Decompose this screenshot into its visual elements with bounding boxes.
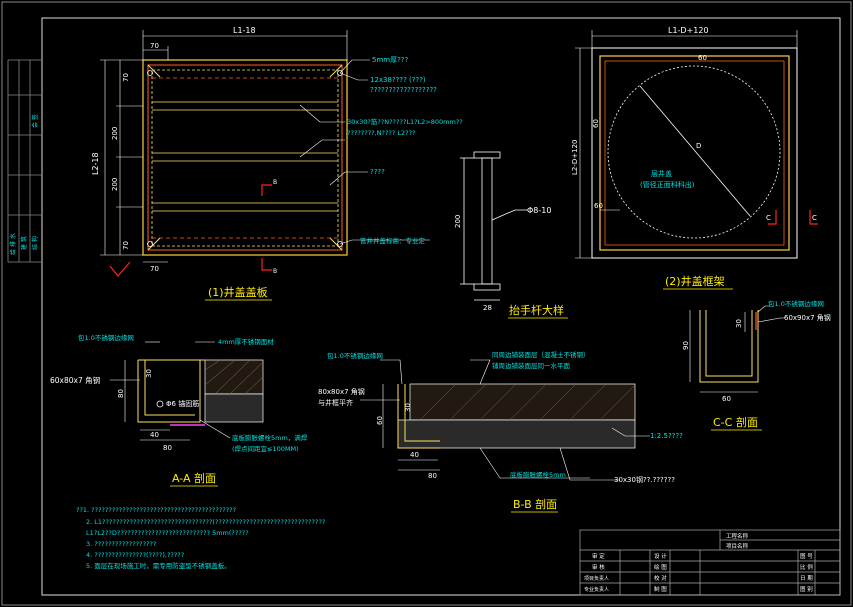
p1-title: (1)井盖盖板 [208,285,268,299]
a-note-bottom2: (焊点间距宜≤100MM) [232,444,299,453]
b-title: B-B 剖面 [513,497,557,511]
p2-dim-top: L1-D+120 [668,26,709,35]
p1-sec-b-top: B [273,179,277,186]
p2-dim-60-top: 60 [698,54,707,62]
tb-r2c2: 绘 图 [654,563,667,571]
handle-dim-28: 28 [483,304,492,312]
a-dim-30: 30 [145,369,153,378]
left-signature-strip [7,59,42,263]
c-dim-30: 30 [735,319,743,328]
tb-r1c2: 设 计 [654,552,667,560]
cover-plate-plan [100,30,430,277]
a-note-angle: 60x80x7 角钢 [50,375,100,385]
p2-sec-c-left: C [766,214,771,222]
tb-r2c1: 审 核 [592,563,605,571]
p1-note1: 5mm厚??? [372,56,409,64]
strip-label-4: 给 排 水 [9,233,17,255]
b-dim-80: 80 [428,472,437,480]
note-line-1: ??1. ???????????????????????????????????… [76,506,236,514]
p1-note3b: ????????,N???? L2??? [347,129,416,137]
b-note-ratio: 1:2.5???? [650,432,683,440]
handle-dim-200: 200 [454,215,462,228]
title-block [579,529,841,596]
tb-right-top: 工程名称 [726,532,749,540]
a-dim-40: 40 [150,431,159,439]
handle-detail [460,151,528,301]
c-dim-60: 60 [722,395,731,403]
frame-plan [575,30,818,259]
p2-circle-label2: (管径正面科科出) [640,180,695,189]
p1-note2a: 12x38???? (???) [370,76,426,84]
c-title: C-C 剖面 [713,415,758,429]
p1-dim-70-top: 70 [150,42,159,50]
tb-r1c3: 图 号 [800,552,813,560]
a-dim-80: 80 [117,389,125,398]
tb-r2c3: 比 例 [800,563,813,571]
p1-dim-left: L2-18 [91,152,100,175]
tb-r3c2: 校 对 [654,574,667,582]
p1-note3a: 30x30?筋??N?????L1?L2>800mm?? [347,117,463,126]
p2-dim-left: L2-D+120 [571,140,579,176]
section-a-a [110,341,264,441]
p2-dim-60-left: 60 [592,119,600,128]
p1-dim-70-left: 70 [122,73,130,82]
note-line-3: L1?L2??D??????????????????????????? 5mm(… [86,529,249,537]
b-note-finish1: 同周边铺装面层（混凝土不锈钢） [492,350,590,359]
p1-note2b: ?????????????????? [370,86,437,94]
tb-r1c1: 审 定 [592,552,605,560]
b-note-bottom2: 30x30钢??.?????? [614,475,675,484]
tb-r4c2: 制 图 [654,585,667,593]
note-line-2: 2. L1????????????????????????????????(??… [86,518,325,526]
note-line-4: 3. ?????????????????? [86,540,156,548]
tb-r4c3: 图 别 [800,585,813,593]
b-note-top: 包1.0不锈钢边缘网 [327,351,383,360]
p1-dim-70-bottom: 70 [122,241,130,250]
tb-right-mid: 项目名称 [726,542,749,550]
section-c-c [689,305,785,393]
b-note-finish2: 铺周边铺装面层同一水平面 [492,361,571,370]
b-note-bottom: 底板膨胀螺栓5mm [510,470,566,479]
c-note1: 包1.0不锈钢边缘网 [768,299,824,308]
b-dim-30: 30 [404,403,412,412]
p1-dim-70-bottom2: 70 [150,265,159,273]
tb-r3c1: 项目负责人 [584,575,609,582]
a-dim-phi6: Φ6 锚固筋 [166,399,199,408]
p1-sec-b-bottom: B [273,268,277,275]
section-b-b [360,359,650,481]
p1-dim-top: L1-18 [233,26,256,35]
p1-note4: ???? [370,168,385,176]
note-line-5: 4. ???????????????(????),????? [86,551,184,559]
p2-title: (2)井盖框架 [665,274,725,288]
strip-label-2: 建 筑 [20,236,28,250]
note-line-6: 5. 面层在现场施工时，需专用防盗型不锈钢盖板。 [86,561,231,570]
p2-dim-60-bottom: 60 [594,202,603,210]
p1-dim-200-a: 200 [111,127,119,140]
handle-title: 抬手杆大样 [509,303,564,317]
a-note-bottom1: 底板膨胀螺栓5mm，满焊 [232,433,308,442]
tb-r3c3: 日 期 [800,575,813,582]
c-note2: 60x90x7 角钢 [784,313,831,322]
a-title: A-A 剖面 [172,471,216,485]
handle-dim-phi: Φ8-10 [527,206,551,215]
a-dim-80b: 80 [163,444,172,452]
c-dim-90: 90 [682,341,690,350]
b-note-angle2: 与井框平齐 [318,398,353,407]
p2-sec-c-right: C [812,214,817,222]
p1-note5: 管井井盖标高：专业定 [360,236,426,245]
b-note-angle1: 80x80x7 角钢 [318,387,365,396]
b-dim-40: 40 [410,451,419,459]
strip-label-1: 会 签 [31,114,39,128]
b-dim-60: 60 [376,416,384,425]
strip-label-3: 结 构 [31,236,39,250]
p2-dim-D: D [696,142,701,150]
a-note-top: 包1.0不锈钢边缘网 [78,333,134,342]
a-note-4mm: 4mm厚不锈钢面材 [218,337,274,346]
tb-r4c1: 专业负责人 [584,586,609,593]
p1-dim-200-b: 200 [111,178,119,191]
p2-circle-label1: 层井盖 [651,169,672,178]
